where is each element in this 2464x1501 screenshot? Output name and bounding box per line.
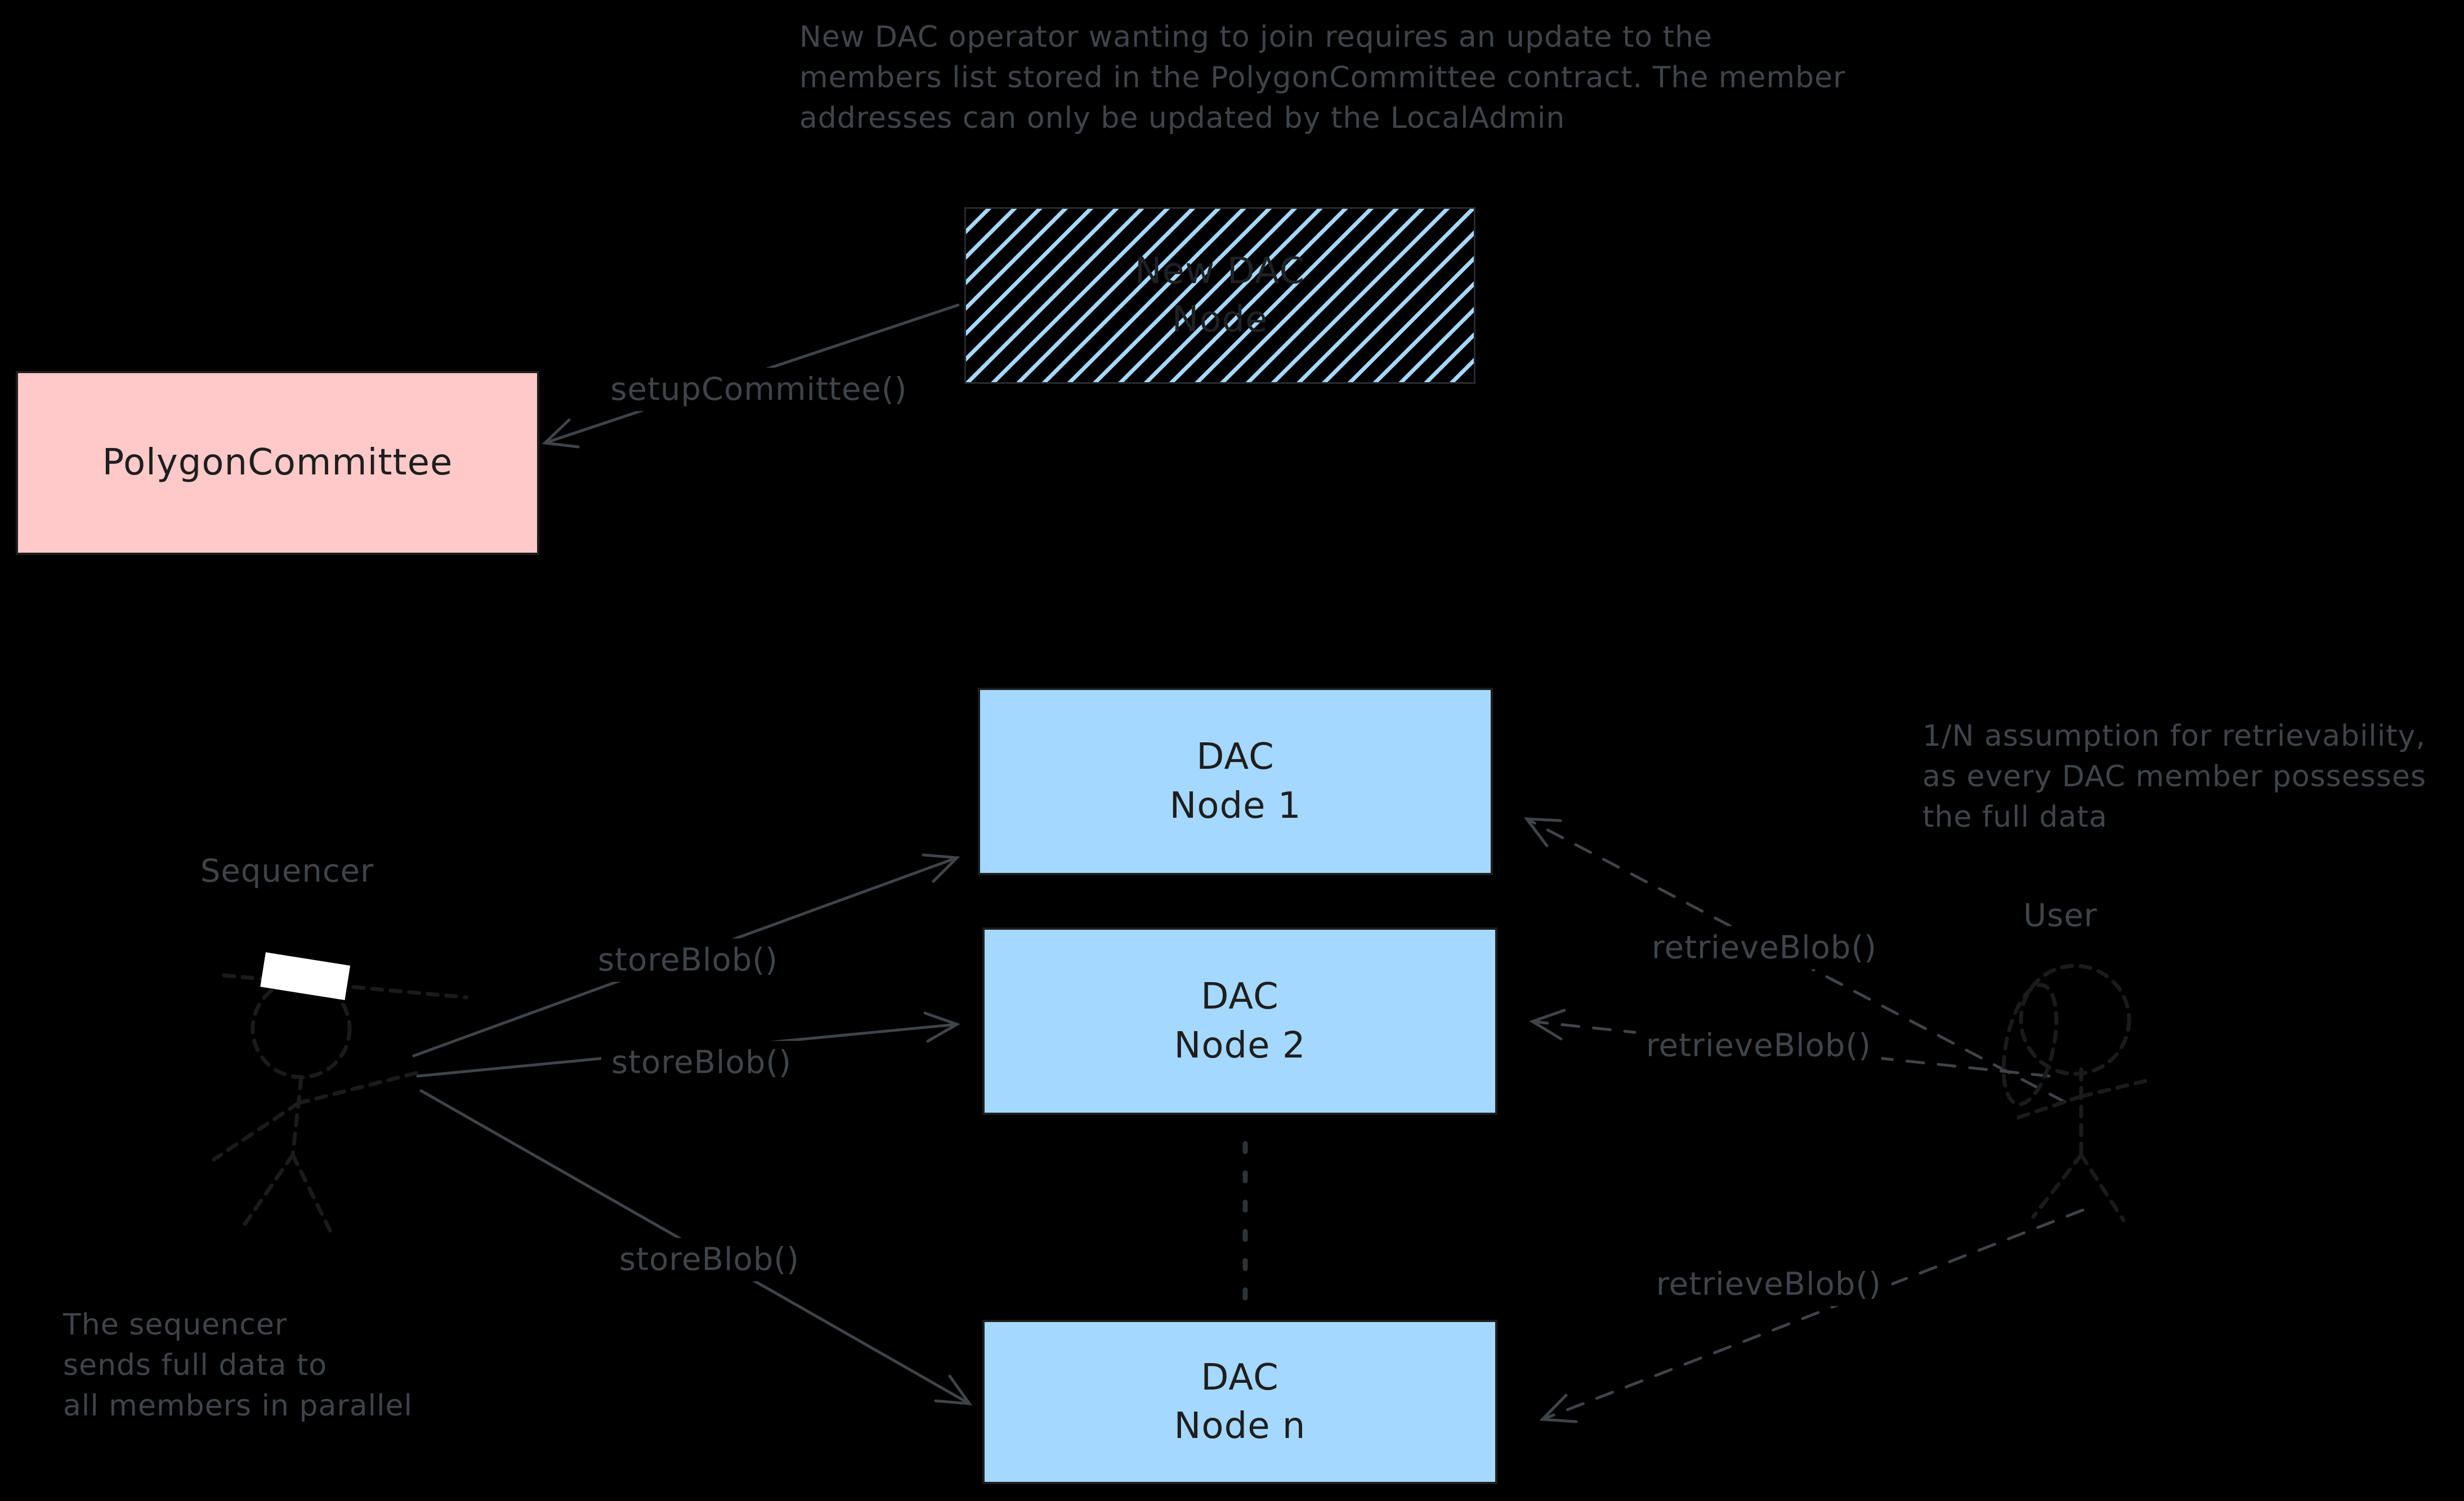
retrieve-blob-call-label-3: retrieveBlob() (1645, 1262, 1892, 1306)
new-dac-node-label: New DAC Node (1134, 250, 1305, 340)
sequencer-stick-figure (212, 973, 468, 1239)
new-dac-node-box: New DAC Node (964, 207, 1475, 384)
store-blob-call-label-1: storeBlob() (587, 938, 789, 982)
user-actor-label: User (2023, 897, 2098, 934)
retrievability-note: 1/N assumption for retrievability, as ev… (1922, 719, 2427, 834)
sequencer-actor-label: Sequencer (200, 853, 374, 890)
dac-node-n-label: DAC Node n (1174, 1356, 1306, 1447)
dac-node-2-label: DAC Node 2 (1174, 976, 1306, 1067)
dac-node-2-box: DAC Node 2 (982, 928, 1497, 1115)
store-blob-call-label-2: storeBlob() (601, 1041, 802, 1085)
dac-node-1-label: DAC Node 1 (1169, 736, 1302, 827)
retrieve-blob-arrow-1 (1523, 817, 2067, 1104)
retrieve-blob-call-label-2: retrieveBlob() (1635, 1024, 1882, 1068)
retrieve-blob-call-label-1: retrieveBlob() (1641, 926, 1888, 970)
sequencer-hat-band (260, 952, 351, 1001)
user-stick-figure (2001, 964, 2154, 1222)
sequencer-parallel-note: The sequencer sends full data to all mem… (63, 1308, 413, 1423)
dac-node-n-box: DAC Node n (982, 1320, 1497, 1484)
polygon-committee-label: PolygonCommittee (102, 442, 453, 484)
retrieve-blob-arrow-3 (1539, 1208, 2085, 1423)
setup-committee-call-label: setupCommittee() (600, 368, 918, 411)
store-blob-call-label-3: storeBlob() (609, 1238, 810, 1282)
polygon-committee-box: PolygonCommittee (16, 371, 539, 555)
dac-node-1-box: DAC Node 1 (978, 688, 1493, 875)
top-note: New DAC operator wanting to join require… (799, 20, 1846, 135)
